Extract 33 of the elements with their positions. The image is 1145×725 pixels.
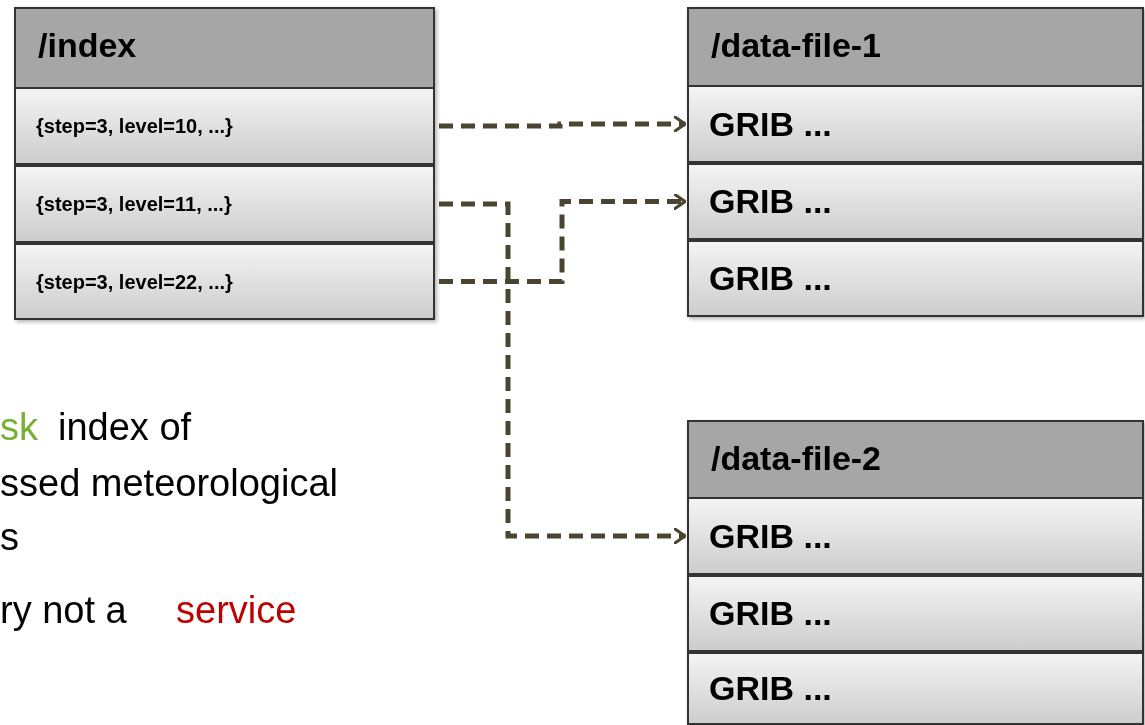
table-title: /data-file-1 (711, 25, 882, 66)
record-row (14, 165, 435, 243)
record-text: GRIB ... (708, 515, 832, 557)
record-text: {step=3, level=22, ...} (35, 269, 233, 295)
dashed-arrow (439, 115, 687, 133)
record-row (687, 497, 1144, 575)
record-text: GRIB ... (708, 668, 832, 709)
table-title: /index (38, 25, 137, 66)
record-text: {step=3, level=10, ...} (35, 114, 233, 139)
note-text: ry not a (0, 588, 127, 633)
note-text: sk (0, 405, 38, 450)
dashed-arrow (439, 201, 687, 545)
note-text: ssed meteorological (0, 461, 338, 506)
table-box (687, 7, 1144, 317)
record-text: GRIB ... (708, 258, 832, 299)
record-row (687, 652, 1144, 725)
record-text: GRIB ... (708, 593, 832, 634)
record-text: GRIB ... (708, 103, 832, 145)
record-row (687, 163, 1144, 240)
record-row (14, 87, 435, 165)
note-text: s (0, 515, 19, 560)
record-row (687, 85, 1144, 163)
note-text: index of (58, 405, 192, 450)
table-box (687, 420, 1144, 725)
record-row (14, 243, 435, 320)
note-text: service (176, 588, 297, 633)
record-row (687, 240, 1144, 317)
record-text: GRIB ... (708, 181, 832, 222)
record-text: {step=3, level=11, ...} (35, 192, 232, 217)
dashed-arrow (439, 193, 687, 284)
table-title: /data-file-2 (711, 438, 882, 479)
table-box (14, 7, 435, 320)
record-row (687, 575, 1144, 652)
